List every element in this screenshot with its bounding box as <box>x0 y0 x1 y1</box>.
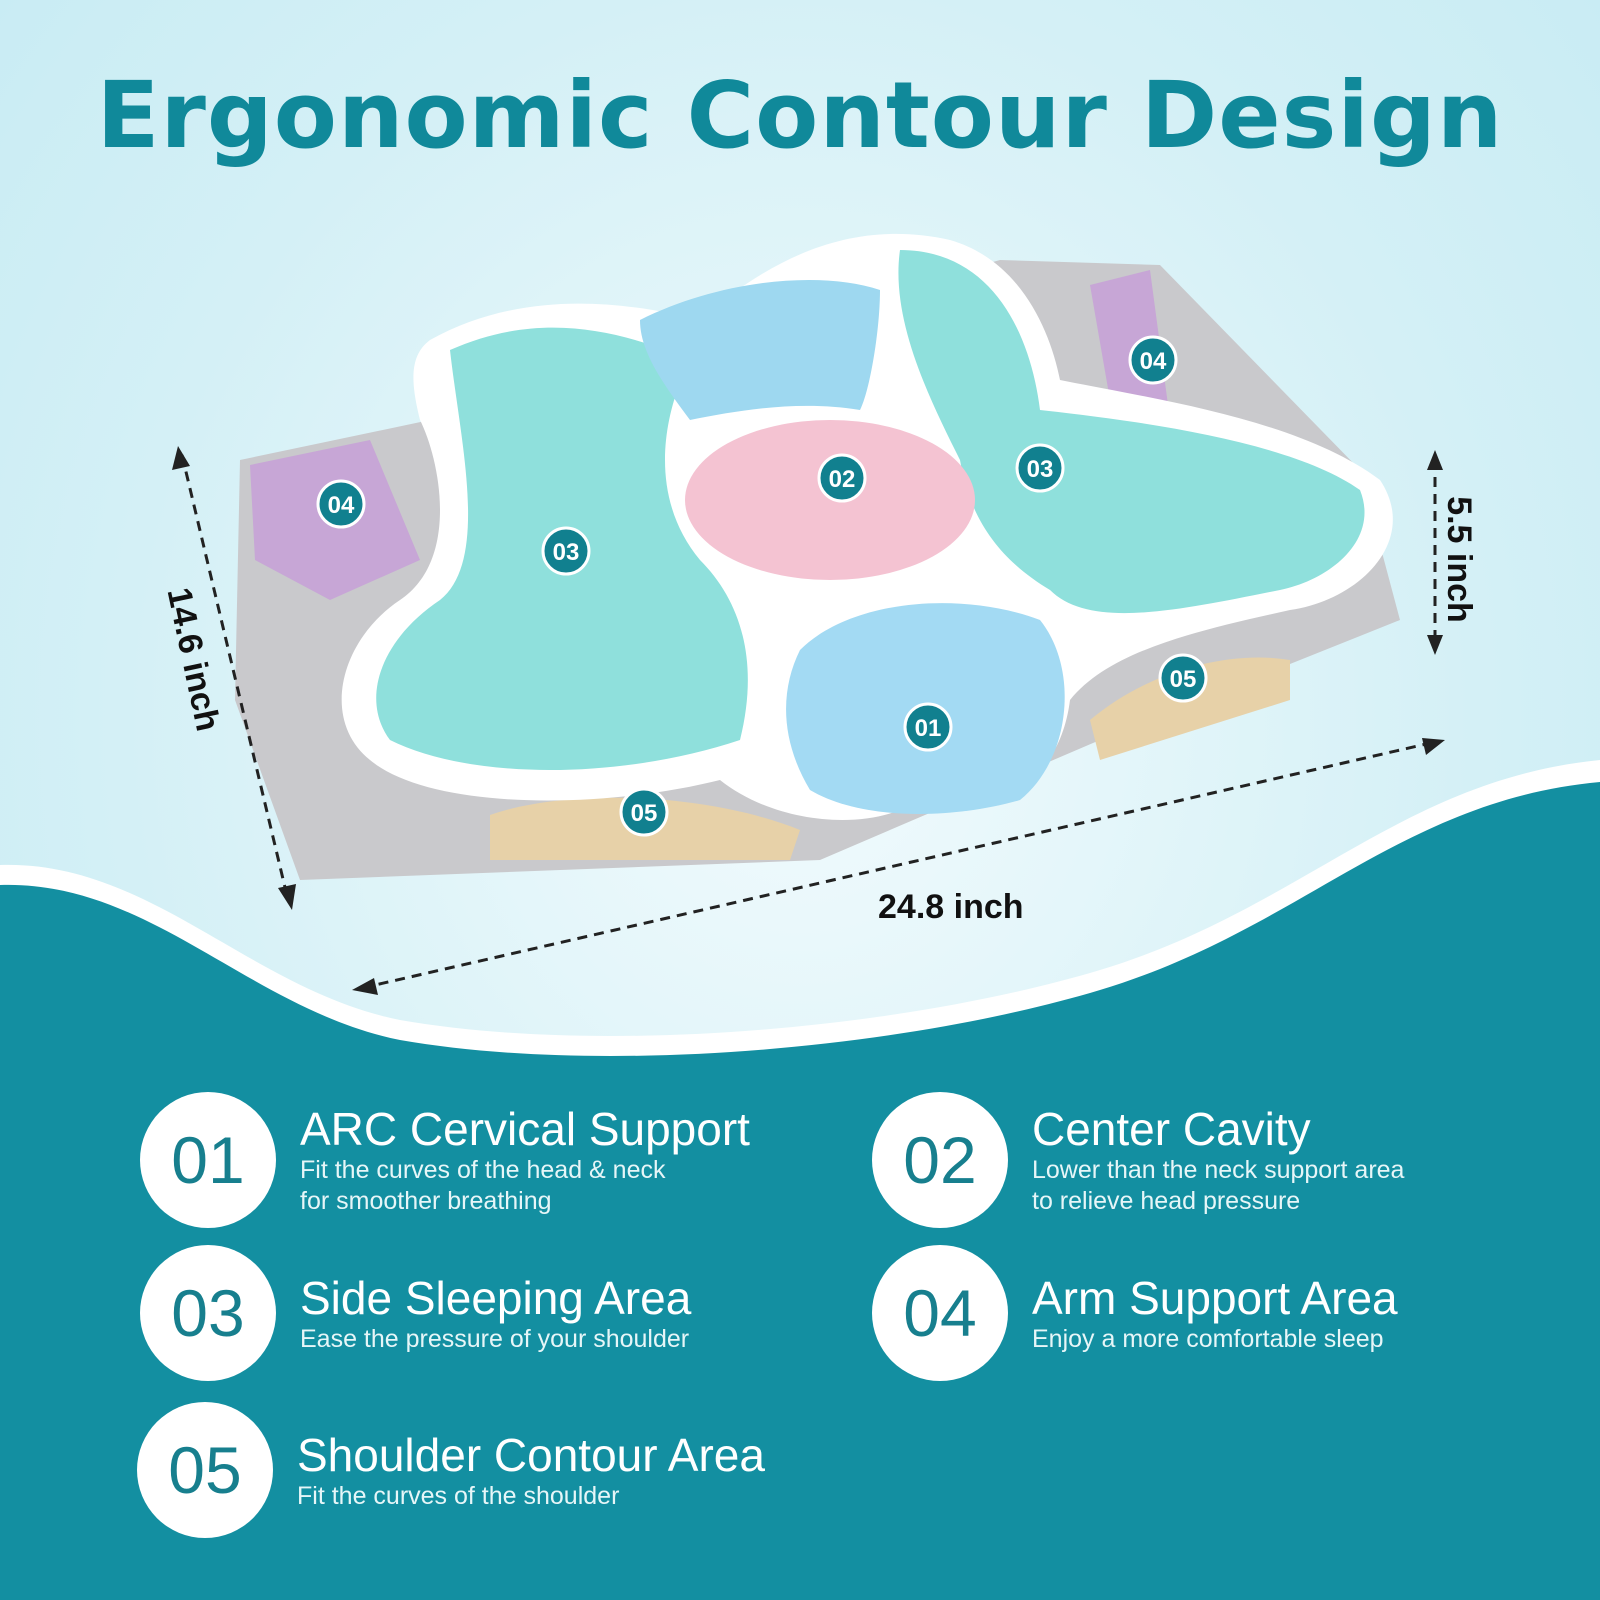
length-arrow <box>361 740 1436 990</box>
zone-marker-label: 05 <box>1170 666 1197 693</box>
zone-marker-05: 05 <box>1158 653 1208 703</box>
feature-desc: Fit the curves of the shoulder <box>297 1481 620 1510</box>
feature-desc: to relieve head pressure <box>1032 1187 1301 1215</box>
neck-lobe <box>640 280 880 420</box>
zone-marker-03: 03 <box>541 526 591 576</box>
feature-desc: Fit the curves of the head & neck <box>300 1156 666 1184</box>
feature-title: Arm Support Area <box>1032 1271 1398 1324</box>
feature-number: 05 <box>137 1402 273 1538</box>
dimension-arrows <box>180 454 1437 990</box>
feature-desc: Lower than the neck support area <box>1032 1156 1405 1184</box>
feature-desc: for smoother breathing <box>300 1187 552 1215</box>
zone-marker-circle <box>316 479 366 529</box>
side-sleeping-area-right <box>898 250 1365 614</box>
zone-marker-circle <box>903 702 953 752</box>
feature-title: ARC Cervical Support <box>300 1103 750 1155</box>
zone-marker-04: 04 <box>316 479 366 529</box>
feature-number: 02 <box>872 1092 1008 1228</box>
zone-marker-label: 04 <box>1140 348 1167 375</box>
feature-number: 01 <box>140 1092 276 1228</box>
zone-marker-label: 01 <box>915 715 942 742</box>
zone-marker-label: 03 <box>1027 456 1054 483</box>
zone-marker-01: 01 <box>903 702 953 752</box>
zone-marker-03: 03 <box>1015 443 1065 493</box>
feature-number: 03 <box>140 1245 276 1381</box>
feature-title: Center Cavity <box>1032 1103 1311 1155</box>
zone-marker-label: 05 <box>631 800 658 827</box>
zone-marker-circle <box>1015 443 1065 493</box>
zone-marker-05: 05 <box>619 787 669 837</box>
zone-marker-circle <box>1128 335 1178 385</box>
center-cavity <box>685 420 975 580</box>
feature-desc: Enjoy a more comfortable sleep <box>1032 1324 1384 1353</box>
zone-marker-circle <box>1158 653 1208 703</box>
shoulder-contour-right <box>1090 657 1290 760</box>
feature-title: Shoulder Contour Area <box>297 1428 765 1481</box>
feature-number: 04 <box>872 1245 1008 1381</box>
height-label: 5.5 inch <box>1439 496 1478 623</box>
teal-panel <box>0 782 1600 1600</box>
pillow <box>235 233 1400 880</box>
zone-marker-label: 03 <box>553 539 580 566</box>
zone-marker-label: 04 <box>328 492 355 519</box>
zone-marker-circle <box>619 787 669 837</box>
zone-marker-circle <box>541 526 591 576</box>
zone-marker-04: 04 <box>1128 335 1178 385</box>
feature-title: Side Sleeping Area <box>300 1271 692 1324</box>
width-arrow <box>180 454 290 901</box>
length-label: 24.8 inch <box>878 888 1024 926</box>
zone-marker-02: 02 <box>817 453 867 503</box>
page-title: Ergonomic Contour Design <box>96 62 1504 169</box>
zone-marker-label: 02 <box>829 466 856 493</box>
zone-marker-circle <box>817 453 867 503</box>
feature-desc: Ease the pressure of your shoulder <box>300 1324 690 1353</box>
